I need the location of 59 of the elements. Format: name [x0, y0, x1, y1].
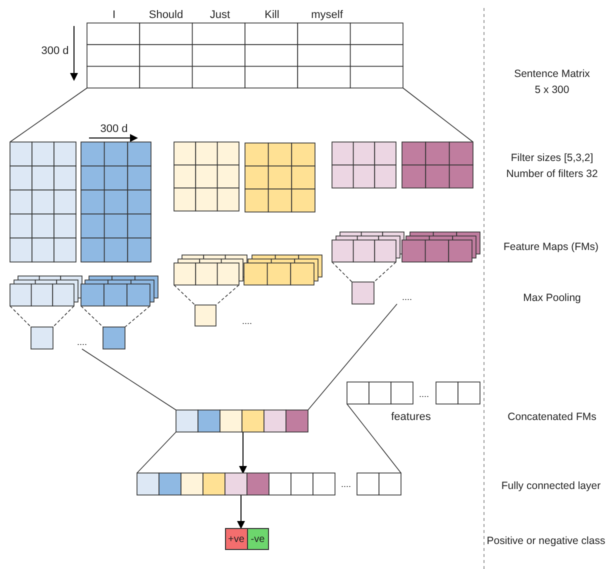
stage-label: Positive or negative class — [486, 534, 606, 549]
ellipsis: .... — [418, 388, 430, 401]
pooling-line — [10, 306, 32, 328]
pooling-line — [374, 262, 396, 282]
concatenated-vector — [176, 410, 308, 432]
stage-label: Concatenated FMs — [506, 410, 598, 425]
output-class-box — [225, 528, 269, 550]
projection-line — [402, 88, 474, 142]
class-label: -ve — [246, 529, 268, 549]
projection-line — [346, 404, 402, 474]
projection-line — [308, 304, 398, 410]
pooling-line — [332, 262, 352, 282]
filter-grid — [245, 143, 315, 212]
filter-grid — [10, 142, 76, 262]
pooling-line — [52, 306, 74, 328]
axis-label: 300 d — [40, 44, 70, 59]
stage-label: Feature Maps (FMs) — [502, 240, 600, 255]
class-label: +ve — [226, 529, 246, 549]
pooling-line — [216, 284, 240, 306]
stage-label: Sentence Matrix 5 x 300 — [513, 67, 591, 98]
feature-vector — [347, 382, 480, 404]
ellipsis: .... — [240, 315, 253, 328]
pooling-line — [174, 284, 196, 306]
word-label: features — [390, 410, 432, 425]
feature-map-stack — [332, 232, 404, 262]
word-label: Should — [148, 8, 184, 23]
arrow — [237, 494, 245, 529]
filter-grid — [81, 142, 151, 262]
feature-map-stack — [10, 276, 82, 306]
word-label: Kill — [264, 8, 280, 23]
arrow — [239, 432, 247, 474]
pooled-feature — [103, 327, 125, 349]
pooled-feature — [352, 282, 374, 304]
ellipsis: .... — [72, 335, 92, 349]
projection-line — [82, 348, 176, 410]
filter-grid — [174, 142, 239, 211]
sentence-matrix — [87, 23, 403, 88]
ellipsis: .... — [340, 478, 352, 491]
ellipsis: .... — [397, 290, 417, 304]
stage-label: Fully connected layer — [500, 479, 602, 494]
feature-map-stack — [402, 232, 480, 262]
projection-line — [10, 88, 88, 142]
word-label: Just — [208, 8, 232, 23]
fully-connected-layer — [137, 473, 401, 495]
pooling-line — [80, 306, 104, 328]
stage-label: Max Pooling — [522, 291, 582, 306]
feature-map-stack — [81, 276, 158, 306]
pooled-feature — [195, 305, 216, 326]
axis-label: 300 d — [99, 122, 129, 137]
pooling-line — [124, 306, 150, 328]
word-label: I — [111, 8, 117, 23]
feature-map-stack — [174, 255, 247, 285]
pooled-feature — [31, 327, 53, 349]
stage-label: Filter sizes [5,3,2] Number of filters 32 — [505, 151, 599, 182]
feature-map-stack — [244, 255, 322, 285]
filter-grid — [402, 142, 473, 188]
projection-line — [136, 432, 176, 474]
filter-grid — [332, 142, 396, 188]
word-label: myself — [310, 8, 344, 23]
